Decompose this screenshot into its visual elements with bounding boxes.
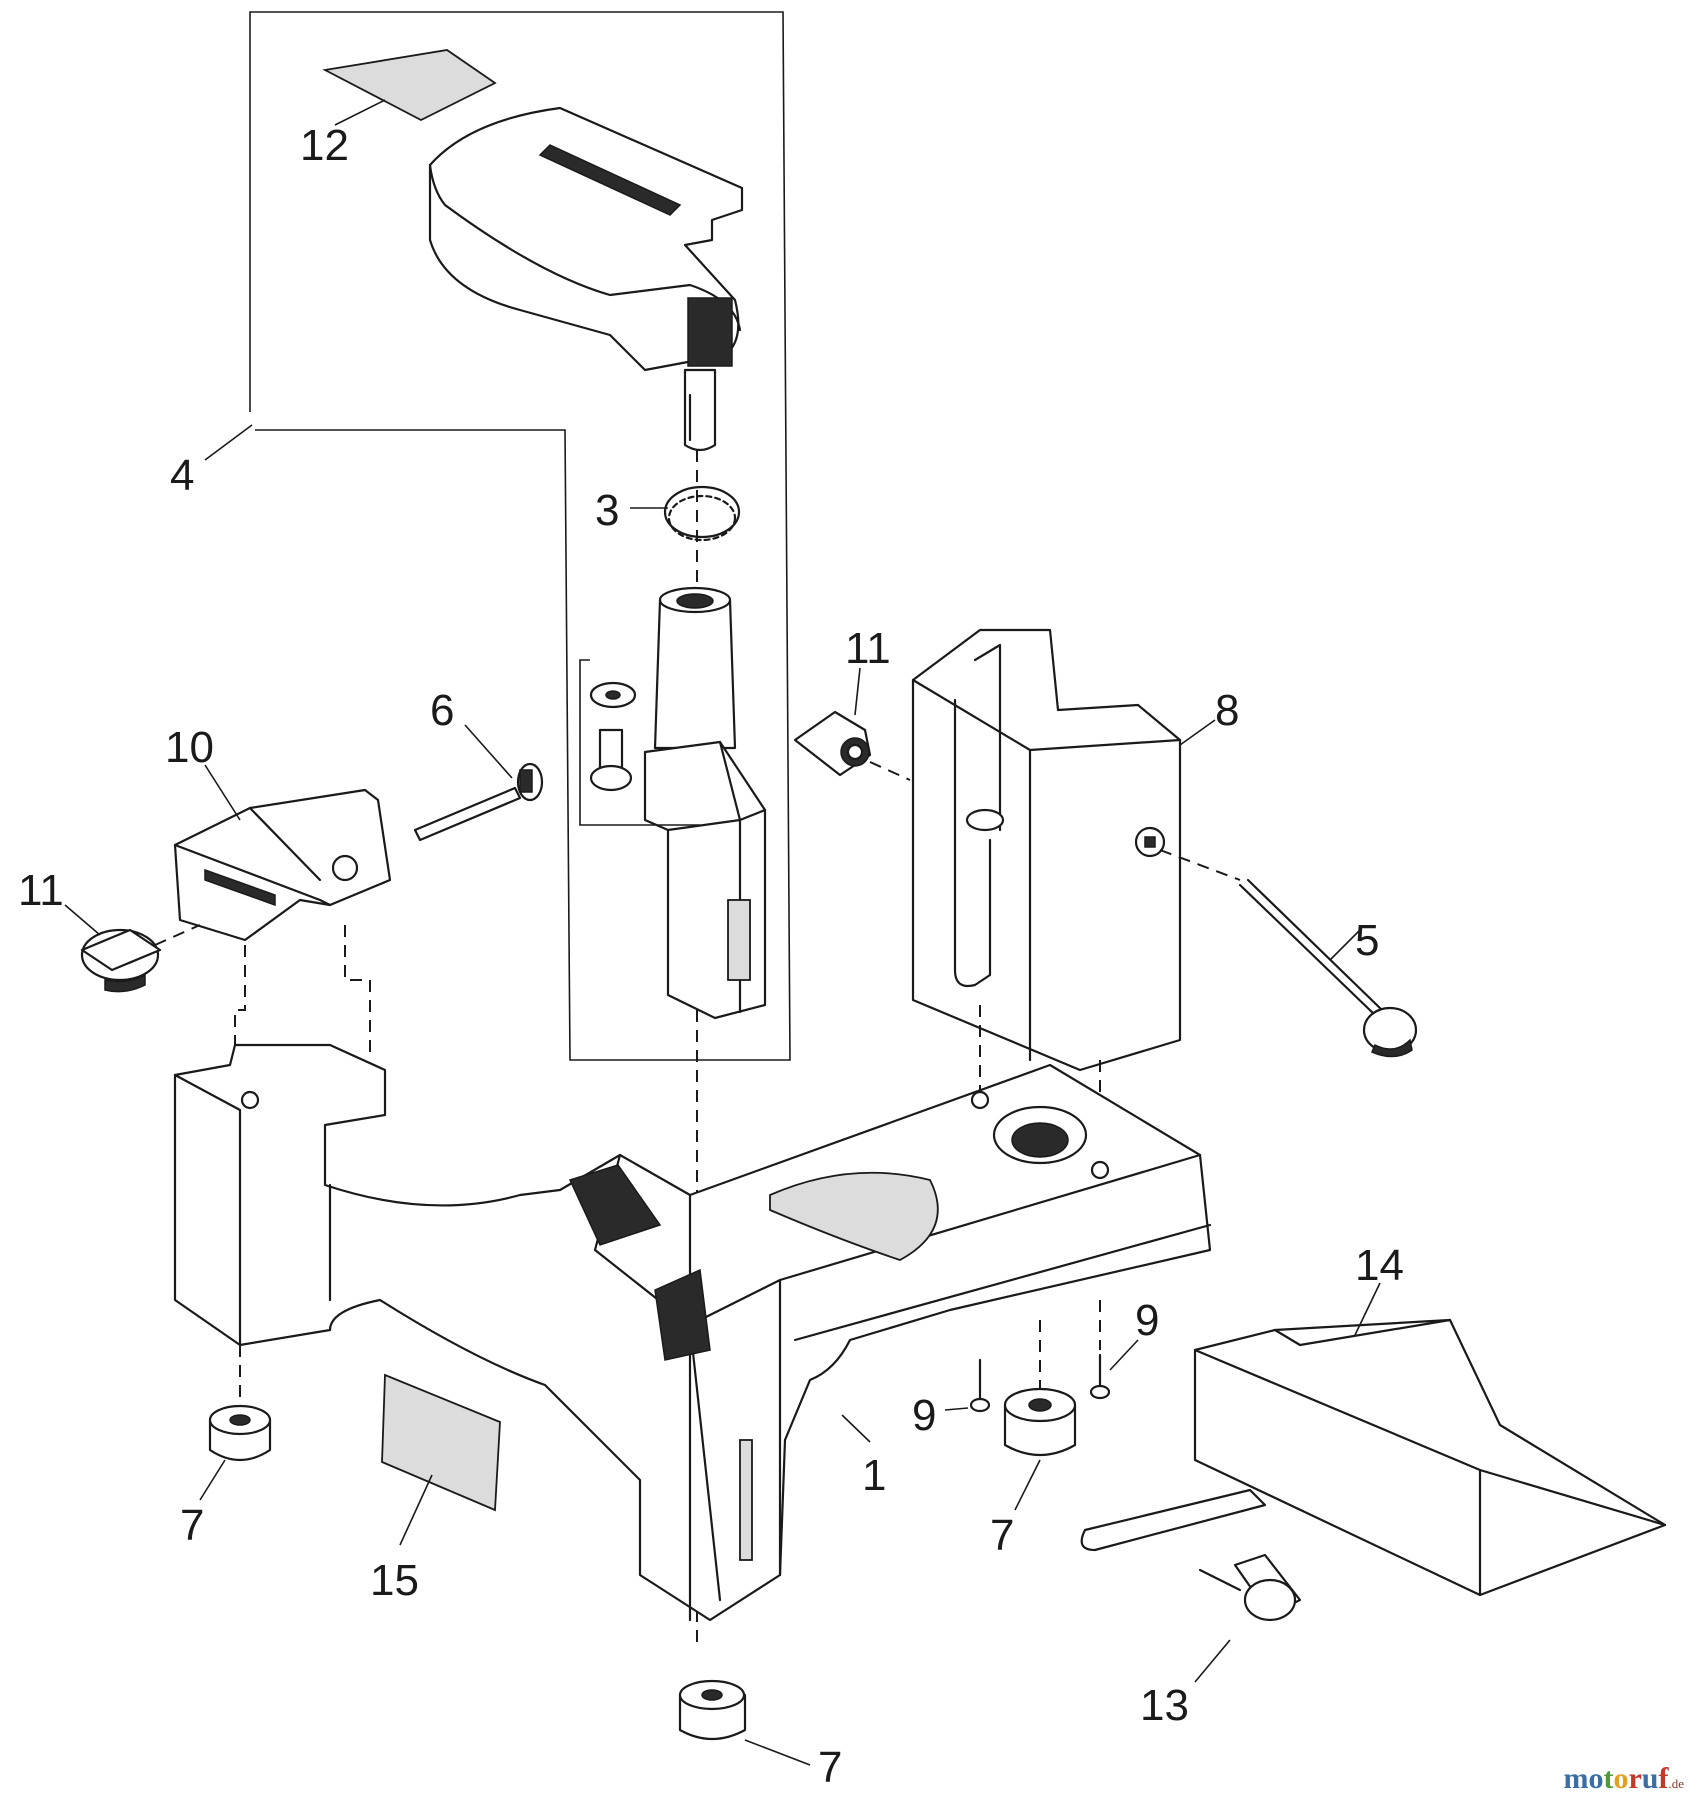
part-7-foot-middle xyxy=(1003,1387,1077,1456)
part-14-sticker xyxy=(322,49,497,122)
label-part-6: 6 xyxy=(430,686,454,735)
part-10-clamp xyxy=(173,788,392,942)
watermark-letter: o xyxy=(1613,1762,1629,1795)
label-part-7-bottom: 7 xyxy=(818,1743,842,1792)
part-12-thumb-screw xyxy=(1198,1553,1302,1622)
leader-7-bottom xyxy=(744,1739,811,1766)
leader-15 xyxy=(399,1474,433,1546)
leader-5 xyxy=(1329,929,1361,961)
dash-10-to-1 xyxy=(234,945,246,1060)
part-9-screw-left xyxy=(969,1358,991,1413)
label-part-9-right: 9 xyxy=(1135,1296,1159,1345)
leader-11-left xyxy=(64,904,101,936)
part-4-column-holder xyxy=(643,586,767,1020)
label-part-5: 5 xyxy=(1355,916,1379,965)
label-part-10: 10 xyxy=(165,723,214,772)
label-part-7-middle: 7 xyxy=(990,1511,1014,1560)
small-screw xyxy=(589,728,633,792)
dash-5-to-8 xyxy=(1159,849,1241,881)
label-part-8: 8 xyxy=(1215,686,1239,735)
part-11-knob-left xyxy=(80,928,162,993)
leader-1 xyxy=(841,1414,871,1443)
part-11-knob-right xyxy=(793,710,872,777)
leader-13 xyxy=(1354,1282,1381,1336)
leader-9-left xyxy=(944,1407,969,1411)
leader-10 xyxy=(204,764,241,821)
label-part-4: 4 xyxy=(170,451,194,500)
label-part-7-left: 7 xyxy=(180,1501,204,1550)
part-15-sticker xyxy=(381,1373,501,1512)
part-1-base xyxy=(173,1043,1212,1622)
label-part-3: 3 xyxy=(595,486,619,535)
label-part-1: 1 xyxy=(862,1451,886,1500)
assembly-bracket-4 xyxy=(249,11,791,1061)
label-part-12: 13 xyxy=(1140,1681,1189,1730)
part-7-foot-left xyxy=(208,1404,272,1461)
leader-12 xyxy=(1194,1639,1231,1683)
watermark-letter: f xyxy=(1658,1762,1669,1795)
washer-hole xyxy=(605,690,621,700)
label-part-11-left: 11 xyxy=(18,866,64,915)
motoruf-watermark-logo: motoruf.de xyxy=(1563,1762,1684,1796)
leader-7-middle xyxy=(1014,1459,1041,1511)
leader-7-left xyxy=(199,1459,226,1501)
label-part-9-left: 9 xyxy=(912,1391,936,1440)
dash-11-to-10 xyxy=(154,924,201,946)
leader-8 xyxy=(1179,719,1216,746)
part-5-bolt xyxy=(1238,878,1418,1058)
dash-11-to-8 xyxy=(869,761,911,781)
watermark-letter: t xyxy=(1603,1762,1614,1795)
leader-14 xyxy=(334,99,386,126)
watermark-letter: u xyxy=(1641,1762,1659,1795)
label-part-14: 12 xyxy=(300,121,349,170)
part-7-foot-bottom xyxy=(678,1679,747,1740)
part-13-chute xyxy=(1080,1318,1667,1597)
washer xyxy=(589,681,637,709)
leader-11-right xyxy=(854,667,861,716)
leader-6 xyxy=(464,724,513,779)
label-part-15: 15 xyxy=(370,1556,419,1605)
bracket-screw-washer xyxy=(579,659,700,826)
watermark-letter: m xyxy=(1563,1762,1589,1795)
leader-9-right xyxy=(1109,1339,1139,1371)
part-6-bolt xyxy=(413,762,544,842)
part-8-bracket xyxy=(911,628,1182,1072)
part-3-spring xyxy=(663,485,741,542)
label-part-11-right: 11 xyxy=(845,624,891,673)
part-9-screw-right xyxy=(1089,1353,1111,1400)
label-part-13: 14 xyxy=(1355,1241,1404,1290)
dash-10-to-1-b xyxy=(344,925,371,1060)
part-4-table-top xyxy=(428,106,744,452)
leader-4 xyxy=(204,424,253,461)
watermark-suffix: .de xyxy=(1668,1776,1684,1791)
watermark-letter: o xyxy=(1588,1762,1604,1795)
watermark-letter: r xyxy=(1628,1762,1642,1795)
